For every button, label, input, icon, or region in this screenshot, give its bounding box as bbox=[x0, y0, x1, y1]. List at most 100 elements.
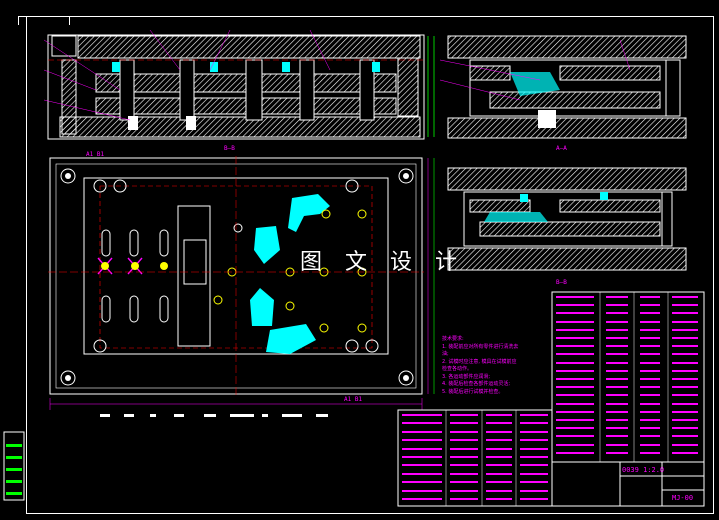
bom-row-mark bbox=[640, 312, 660, 315]
bom-row-mark bbox=[520, 414, 548, 416]
bom-row-mark bbox=[640, 435, 660, 438]
bom-row-mark bbox=[672, 402, 698, 405]
notes-line: 1. 装配前应对所有零件进行清洗去 bbox=[442, 343, 519, 350]
bom-row-mark bbox=[402, 464, 442, 467]
title-block-code: 0039 1:2.0 bbox=[622, 466, 665, 474]
section-view-mid-right bbox=[447, 167, 687, 271]
bom-row-mark bbox=[606, 312, 628, 315]
bom-row-mark bbox=[450, 472, 478, 475]
bom-row-mark bbox=[486, 472, 512, 475]
bom-row-mark bbox=[606, 435, 628, 438]
bom-row-mark bbox=[606, 337, 628, 339]
bom-row-mark bbox=[640, 296, 660, 298]
bom-row-mark bbox=[606, 378, 628, 380]
watermark-text: 图 文 设 计 bbox=[300, 250, 465, 275]
section-label-top-left: B—B bbox=[224, 145, 235, 152]
bom-row-mark bbox=[640, 451, 660, 454]
bom-row-mark bbox=[520, 489, 548, 492]
bom-row-mark bbox=[606, 394, 628, 397]
bom-row-mark bbox=[520, 498, 548, 500]
bom-row-mark bbox=[672, 386, 698, 389]
bom-row-mark bbox=[606, 345, 628, 348]
title-block bbox=[551, 461, 705, 507]
bom-row-mark bbox=[486, 489, 512, 492]
technical-notes: 技术要求: 1. 装配前应对所有零件进行清洗去 油; 2. 试模时应注意, 模具… bbox=[442, 336, 552, 396]
bom-row-mark bbox=[556, 410, 594, 413]
section-view-top-right bbox=[439, 35, 687, 139]
bom-row-mark bbox=[672, 378, 698, 380]
bom-row-mark bbox=[640, 419, 660, 421]
bom-row-mark bbox=[672, 435, 698, 438]
bom-row-mark bbox=[450, 439, 478, 442]
bom-row-mark bbox=[556, 328, 594, 331]
bom-row-mark bbox=[402, 430, 442, 433]
bom-row-mark bbox=[672, 427, 698, 430]
bom-row-mark bbox=[556, 394, 594, 397]
bom-row-mark bbox=[606, 369, 628, 372]
bom-row-mark bbox=[402, 489, 442, 492]
notes-line: 油; bbox=[442, 351, 449, 357]
bom-row-mark bbox=[556, 443, 594, 446]
bom-row-mark bbox=[672, 345, 698, 348]
bom-row-mark bbox=[486, 481, 512, 484]
bom-row-mark bbox=[640, 427, 660, 430]
notes-heading: 技术要求: bbox=[442, 336, 464, 342]
bom-row-mark bbox=[402, 422, 442, 425]
bom-row-mark bbox=[520, 422, 548, 425]
bom-row-mark bbox=[606, 451, 628, 454]
title-block-drawing-no: MJ-00 bbox=[672, 494, 694, 502]
bom-row-mark bbox=[520, 439, 548, 442]
plan-label-top: A1 B1 bbox=[86, 151, 105, 158]
bom-row-mark bbox=[556, 435, 594, 438]
bom-row-mark bbox=[672, 320, 698, 323]
bom-row-mark bbox=[672, 304, 698, 307]
bom-row-mark bbox=[402, 414, 442, 416]
bom-row-mark bbox=[450, 430, 478, 433]
bom-row-mark bbox=[672, 451, 698, 454]
bom-row-mark bbox=[556, 312, 594, 315]
bom-row-mark bbox=[640, 410, 660, 413]
bom-row-mark bbox=[402, 481, 442, 484]
notes-line: 5. 装配后进行试模并检查。 bbox=[442, 388, 504, 395]
bom-row-mark bbox=[402, 439, 442, 442]
bom-row-mark bbox=[672, 312, 698, 315]
bom-row-mark bbox=[640, 337, 660, 339]
bom-row-mark bbox=[520, 464, 548, 467]
bom-row-mark bbox=[556, 451, 594, 454]
bom-row-mark bbox=[640, 443, 660, 446]
notes-line: 2. 试模时应注意, 模具在试模前应 bbox=[442, 358, 517, 365]
bom-row-mark bbox=[556, 369, 594, 372]
bom-row-mark bbox=[556, 386, 594, 389]
bom-row-mark bbox=[672, 328, 698, 331]
bom-row-mark bbox=[606, 296, 628, 298]
bom-row-mark bbox=[672, 337, 698, 339]
bom-row-mark bbox=[672, 394, 698, 397]
bom-row-mark bbox=[520, 472, 548, 475]
section-view-top-left bbox=[43, 29, 435, 140]
bom-row-mark bbox=[672, 419, 698, 421]
bom-row-mark bbox=[606, 320, 628, 323]
plan-label-bottom: A1 B1 bbox=[344, 396, 363, 403]
bom-row-mark bbox=[606, 427, 628, 430]
bom-row-mark bbox=[640, 304, 660, 307]
bom-row-mark bbox=[640, 328, 660, 331]
notes-line: 3. 各运动部件应润滑; bbox=[442, 373, 491, 380]
bom-row-mark bbox=[672, 296, 698, 298]
bom-row-mark bbox=[486, 422, 512, 425]
bom-row-mark bbox=[486, 430, 512, 433]
bom-row-mark bbox=[640, 402, 660, 405]
bom-row-mark bbox=[450, 422, 478, 425]
bom-row-mark bbox=[486, 456, 512, 458]
drawing-frame bbox=[26, 16, 714, 514]
bom-row-mark bbox=[450, 447, 478, 450]
bom-row-mark bbox=[606, 443, 628, 446]
bom-row-mark bbox=[556, 419, 594, 421]
bom-row-mark bbox=[672, 361, 698, 364]
bom-row-mark bbox=[606, 419, 628, 421]
notes-line: 4. 装配后检查各部件运动灵活; bbox=[442, 381, 511, 387]
bom-row-mark bbox=[606, 386, 628, 389]
bom-row-mark bbox=[486, 447, 512, 450]
bom-row-mark bbox=[640, 378, 660, 380]
bom-row-mark bbox=[556, 320, 594, 323]
